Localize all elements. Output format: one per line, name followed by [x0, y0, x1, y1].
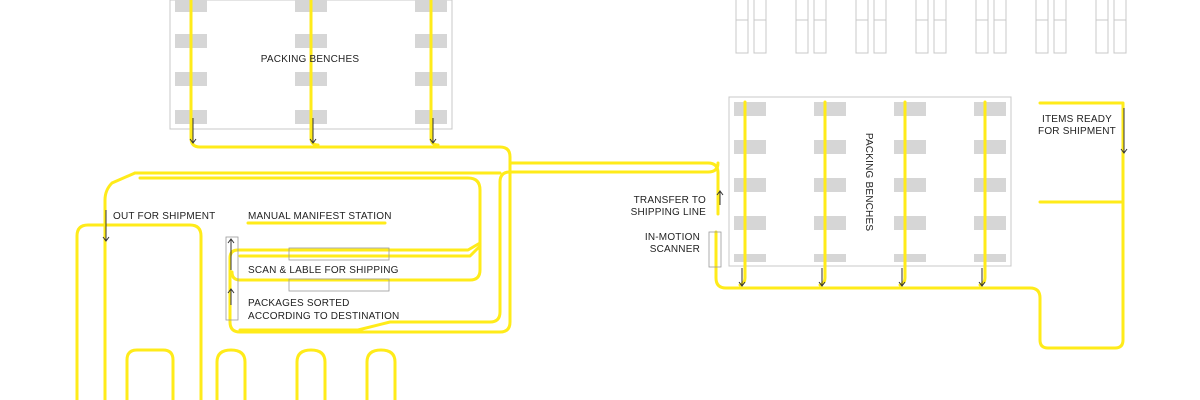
- label-packing-benches-left: PACKING BENCHES: [261, 54, 360, 65]
- conveyor-shipping-lane: [125, 348, 175, 400]
- bench: [894, 216, 926, 230]
- arrow-down-icon: [978, 268, 986, 287]
- storage-racks: [735, 0, 1127, 54]
- bench: [974, 140, 1006, 154]
- sort-station-frame: [288, 278, 390, 292]
- rack: [735, 0, 767, 54]
- arrow-up-icon: [227, 288, 235, 305]
- arrow-down-icon: [429, 118, 437, 144]
- label-scanner: SCANNER: [650, 244, 700, 255]
- bench: [814, 216, 846, 230]
- label-transfer-to: TRANSFER TO: [634, 195, 706, 206]
- bench: [894, 178, 926, 192]
- sorter-rail: [225, 236, 239, 321]
- conveyor-shipping-lane: [75, 223, 203, 400]
- label-shipping-line: SHIPPING LINE: [631, 207, 707, 218]
- label-packing-benches-right: PACKING BENCHES: [863, 133, 874, 232]
- label-out-for-shipment: OUT FOR SHIPMENT: [113, 211, 215, 222]
- conveyor-bench-line: [189, 0, 512, 334]
- arrow-up-icon: [716, 190, 724, 205]
- bench-group-right: [734, 102, 1006, 262]
- arrow-down-icon: [1120, 108, 1128, 154]
- conveyor-belts: [75, 0, 1125, 400]
- conveyor-outer-loop: [103, 171, 137, 400]
- conveyor-shipping-lane: [365, 348, 397, 400]
- arrow-down-icon: [898, 268, 906, 287]
- rack: [1035, 0, 1067, 54]
- conveyor-feeder-loop: [238, 161, 720, 332]
- bench: [734, 216, 766, 230]
- label-according-to-destination: ACCORDING TO DESTINATION: [248, 311, 399, 322]
- flow-arrows: [102, 108, 1128, 305]
- rack: [855, 0, 887, 54]
- conveyor-shipping-lane: [295, 348, 327, 400]
- bench: [974, 254, 1006, 262]
- label-in-motion: IN-MOTION: [645, 232, 700, 243]
- packing-area-right: [728, 96, 1012, 267]
- conveyor-scan-feed: [238, 244, 482, 258]
- label-scan-label: SCAN & LABLE FOR SHIPPING: [248, 265, 399, 276]
- label-packages-sorted: PACKAGES SORTED: [248, 298, 350, 309]
- arrow-down-icon: [818, 268, 826, 287]
- bench: [974, 178, 1006, 192]
- bench: [734, 254, 766, 262]
- label-for-shipment: FOR SHIPMENT: [1038, 126, 1116, 137]
- arrow-down-icon: [189, 118, 197, 144]
- arrow-down-icon: [102, 210, 110, 242]
- conveyor-transfer-line: [508, 161, 720, 216]
- arrow-down-icon: [738, 268, 746, 287]
- bench: [894, 140, 926, 154]
- conveyor-shipping-lane: [215, 348, 247, 400]
- scan-station-frame: [288, 247, 390, 261]
- label-manual-manifest: MANUAL MANIFEST STATION: [248, 211, 392, 222]
- rack: [795, 0, 827, 54]
- bench: [814, 140, 846, 154]
- bench: [814, 178, 846, 192]
- bench: [814, 254, 846, 262]
- in-motion-scanner-frame: [708, 231, 722, 268]
- conveyor-manifest-loop: [138, 176, 482, 282]
- bench: [734, 102, 766, 116]
- bench: [974, 102, 1006, 116]
- bench: [734, 178, 766, 192]
- bench: [734, 140, 766, 154]
- rack: [1095, 0, 1127, 54]
- bench: [894, 254, 926, 262]
- bench: [894, 102, 926, 116]
- bench: [974, 216, 1006, 230]
- arrow-down-icon: [309, 118, 317, 144]
- label-items-ready: ITEMS READY: [1042, 114, 1112, 125]
- bench: [814, 102, 846, 116]
- conveyor-scanner-line: [714, 101, 1125, 350]
- rack: [975, 0, 1007, 54]
- rack: [915, 0, 947, 54]
- arrow-up-icon: [227, 238, 235, 270]
